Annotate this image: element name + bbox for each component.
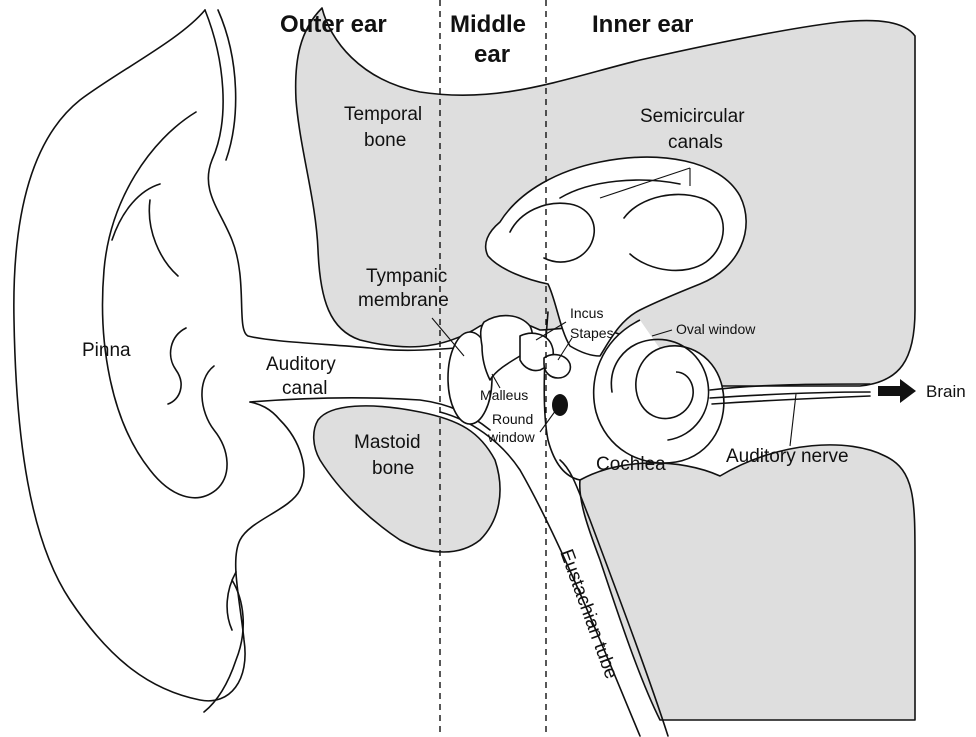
auditory-nerve: [710, 384, 870, 404]
pinna-helix-curl: [112, 184, 178, 276]
heading-inner-ear: Inner ear: [592, 11, 693, 38]
heading-middle-ear-1: Middle: [450, 11, 526, 38]
label-cochlea: Cochlea: [596, 454, 666, 475]
malleus-leader: [492, 374, 500, 388]
label-semicircular-2: canals: [668, 132, 723, 153]
label-mastoid-2: bone: [372, 458, 414, 479]
label-mastoid-1: Mastoid: [354, 432, 421, 453]
label-round-window-1: Round: [492, 411, 533, 427]
pinna-outer-rim: [14, 10, 304, 701]
stapes-shape: [544, 355, 570, 378]
label-round-window-2: window: [487, 429, 536, 445]
label-temporal-bone-1: Temporal: [344, 104, 422, 125]
label-oval-window: Oval window: [676, 321, 756, 337]
label-temporal-bone-2: bone: [364, 130, 406, 151]
label-stapes: Stapes: [570, 325, 614, 341]
brain-arrow: [878, 379, 916, 403]
label-brain: Brain: [926, 382, 966, 401]
label-auditory-canal-2: canal: [282, 378, 327, 399]
round-window-leader: [540, 410, 556, 432]
label-pinna: Pinna: [82, 340, 131, 361]
pinna-tragus: [168, 328, 186, 404]
lower-bone-shape: [580, 445, 915, 720]
label-semicircular-1: Semicircular: [640, 106, 745, 127]
auditory-nerve-leader: [790, 394, 796, 446]
earlobe-edge: [204, 572, 243, 712]
heading-outer-ear: Outer ear: [280, 11, 387, 38]
label-tympanic-2: membrane: [358, 290, 449, 311]
label-tympanic-1: Tympanic: [366, 266, 447, 287]
heading-middle-ear-2: ear: [474, 41, 510, 68]
label-auditory-canal-1: Auditory: [266, 354, 336, 375]
label-incus: Incus: [570, 305, 603, 321]
label-auditory-nerve: Auditory nerve: [726, 446, 849, 467]
label-malleus: Malleus: [480, 387, 528, 403]
